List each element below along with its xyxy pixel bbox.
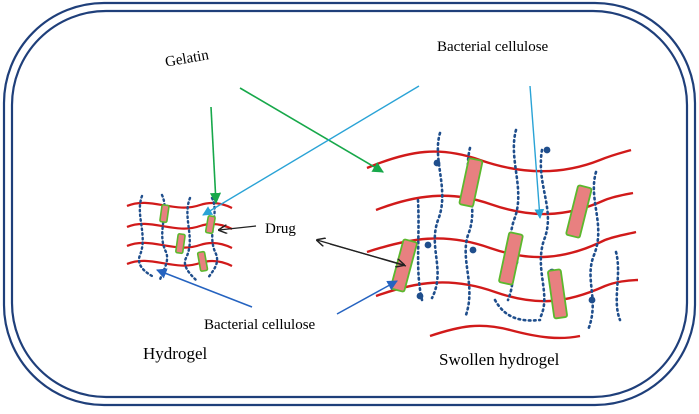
arrow-cellulose-to-hydrogel bbox=[202, 85, 420, 216]
arrow-drug-to-swollen-start bbox=[329, 243, 404, 265]
label-swollen-hydrogel: Swollen hydrogel bbox=[439, 350, 560, 369]
label-drug: Drug bbox=[265, 221, 296, 237]
capsule-border bbox=[2, 1, 697, 407]
arrow-bc-bottom-to-swollen bbox=[336, 280, 398, 315]
label-bacterial-cellulose-top: Bacterial cellulose bbox=[437, 39, 549, 55]
swollen-hydrogel-network bbox=[366, 128, 639, 340]
arrow-drug-to-hydrogel bbox=[219, 226, 257, 230]
arrows bbox=[156, 85, 545, 315]
label-bacterial-cellulose-bottom: Bacterial cellulose bbox=[204, 317, 316, 333]
arrow-gelatin-to-hydrogel bbox=[209, 106, 222, 205]
hydrogel-network bbox=[126, 193, 233, 282]
label-hydrogel: Hydrogel bbox=[143, 344, 208, 363]
cellulose-rods-small bbox=[159, 204, 216, 272]
arrow-cellulose-to-swollen bbox=[529, 85, 545, 219]
arrow-gelatin-to-swollen bbox=[239, 87, 384, 173]
gelatin-strands-large bbox=[366, 148, 639, 340]
arrow-bc-bottom-to-hydrogel bbox=[156, 268, 253, 308]
